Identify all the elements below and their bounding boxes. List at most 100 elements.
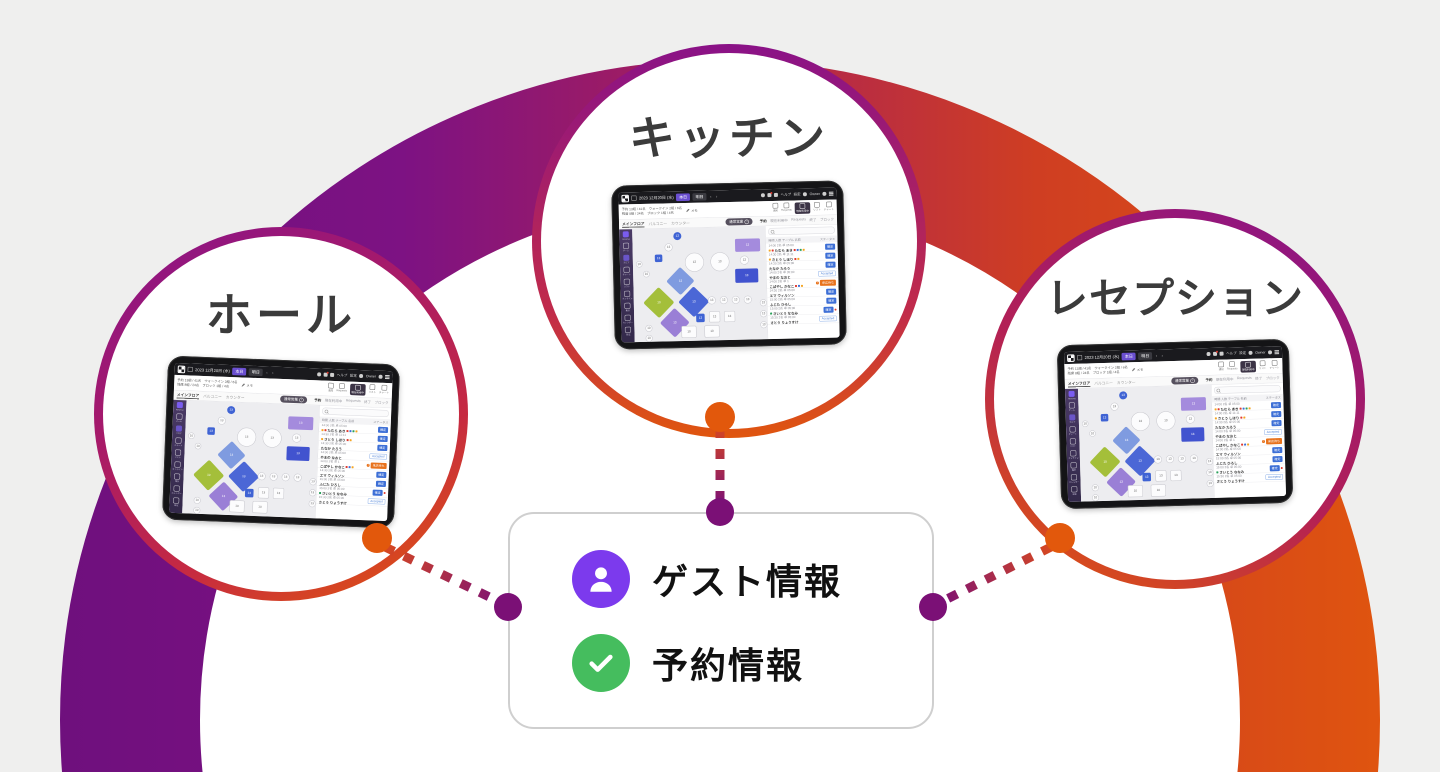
user-name[interactable]: Owner — [365, 374, 377, 379]
panel-tab-requests[interactable]: Requests — [345, 398, 361, 404]
floor-table[interactable]: 13 — [281, 473, 290, 482]
today-button[interactable]: 本日 — [676, 193, 691, 201]
floor-table[interactable]: 13 — [760, 321, 768, 329]
tab-main-floor[interactable]: メインフロア — [176, 392, 200, 398]
floor-table[interactable]: 13 — [1153, 455, 1163, 464]
panel-tab-reservations[interactable]: 予約 — [759, 219, 767, 224]
view-button-4[interactable]: チャート — [379, 384, 389, 396]
view-button-1[interactable]: Requests — [781, 202, 792, 214]
floor-table[interactable]: 13 — [710, 251, 730, 272]
panel-tab-seated[interactable]: 現在利用中 — [1215, 377, 1234, 382]
floor-table[interactable]: 10 — [645, 334, 653, 342]
today-button[interactable]: 本日 — [1121, 352, 1136, 361]
view-button-4[interactable]: チャート — [1269, 359, 1280, 372]
floor-table[interactable]: 13 — [707, 296, 716, 305]
floor-table[interactable]: 10 — [681, 325, 697, 339]
prev-day-button[interactable]: ‹ — [266, 370, 268, 375]
memo-button[interactable]: メモ — [1132, 367, 1143, 372]
sidebar-item-6[interactable]: 集計 — [1068, 461, 1080, 473]
floor-table[interactable]: 13 — [1177, 454, 1187, 463]
prev-day-button[interactable]: ‹ — [710, 194, 712, 199]
floor-table[interactable]: 13 — [1205, 457, 1214, 466]
panel-tab-blocked[interactable]: ブロック — [374, 401, 389, 406]
panel-tab-finished[interactable]: 終了 — [809, 218, 817, 223]
floor-table[interactable]: 10 — [1091, 494, 1100, 502]
panel-tab-finished[interactable]: 終了 — [364, 400, 372, 405]
floor-table[interactable]: 13 — [244, 488, 254, 498]
tab-counter[interactable]: カウンター — [671, 220, 690, 226]
floor-table[interactable]: 13 — [1119, 391, 1128, 400]
panel-tab-requests[interactable]: Requests — [1236, 376, 1252, 381]
floor-table[interactable]: 13 — [719, 296, 728, 305]
sidebar-item-7[interactable]: カレンダー — [170, 484, 182, 496]
floor-table[interactable]: 10 — [194, 442, 202, 450]
view-button-0[interactable]: 通知 — [1218, 361, 1224, 373]
floor-table[interactable]: 13 — [293, 473, 302, 482]
floor-table[interactable]: 13 — [207, 427, 216, 435]
floor-table[interactable]: 13 — [309, 478, 317, 486]
hamburger-menu-icon[interactable] — [385, 375, 390, 379]
floor-table[interactable]: 13 — [286, 446, 310, 462]
tab-balcony[interactable]: バルコニー — [203, 393, 222, 399]
sidebar-item-1[interactable]: チーム — [173, 412, 185, 424]
floor-table[interactable]: 13 — [654, 254, 663, 263]
floor-table[interactable]: 13 — [1189, 454, 1199, 463]
floor-table[interactable]: 13 — [1142, 472, 1152, 482]
search-input[interactable] — [1213, 385, 1281, 394]
floor-table[interactable]: 13 — [731, 295, 740, 304]
tab-main-floor[interactable]: メインフロア — [1067, 380, 1091, 386]
floor-table[interactable]: 13 — [1156, 410, 1176, 431]
user-name[interactable]: Owner — [1255, 350, 1266, 355]
floor-table[interactable]: 13 — [1185, 414, 1195, 424]
sidebar-item-8[interactable]: 設定 — [170, 496, 182, 508]
tab-counter[interactable]: カウンター — [225, 394, 245, 400]
memo-button[interactable]: メモ — [241, 382, 253, 388]
floor-table[interactable]: 10 — [704, 325, 720, 338]
floor-table[interactable]: 13 — [1206, 468, 1214, 477]
help-link[interactable]: ヘルプ — [336, 373, 348, 378]
floor-table[interactable]: 10 — [643, 270, 650, 278]
mail-icon[interactable] — [767, 191, 773, 198]
mail-icon[interactable] — [1213, 350, 1219, 356]
floor-table[interactable]: 13 — [1180, 397, 1207, 411]
floor-table[interactable]: 13 — [664, 243, 673, 252]
tomorrow-button[interactable]: 明日 — [692, 192, 707, 201]
sidebar-item-2[interactable]: フロア — [1066, 413, 1078, 425]
view-button-1[interactable]: Requests — [336, 382, 347, 395]
sidebar-item-0[interactable]: Reserve — [1066, 390, 1078, 401]
floor-table[interactable]: 10 — [188, 432, 195, 440]
bell-icon[interactable] — [761, 193, 766, 198]
floor-table[interactable]: 13 — [1130, 411, 1151, 432]
floor-table[interactable]: 13 — [1206, 479, 1214, 488]
view-button-4[interactable]: チャート — [824, 201, 834, 213]
panel-tab-reservations[interactable]: 予約 — [1205, 378, 1213, 383]
sidebar-item-4[interactable]: リスト — [1067, 437, 1079, 449]
settings-link[interactable]: 設定 — [1239, 351, 1247, 356]
current-date[interactable]: 2023 12月20日 (水) — [1084, 354, 1120, 360]
floor-table[interactable]: 13 — [257, 472, 266, 481]
sidebar-item-6[interactable]: 集計 — [621, 302, 633, 314]
floor-table[interactable]: 13 — [734, 238, 761, 252]
user-avatar-icon[interactable] — [359, 373, 364, 379]
floor-table[interactable]: 13 — [684, 252, 705, 272]
floor-table[interactable]: 13 — [308, 500, 316, 508]
hamburger-menu-icon[interactable] — [828, 191, 834, 196]
user-name[interactable]: Owner — [809, 192, 820, 196]
floor-table[interactable]: 13 — [227, 405, 236, 415]
bell-icon[interactable] — [1206, 351, 1211, 357]
tomorrow-button[interactable]: 明日 — [248, 367, 263, 376]
sidebar-item-1[interactable]: チーム — [1066, 401, 1078, 413]
panel-tab-finished[interactable]: 終了 — [1255, 377, 1263, 381]
current-date[interactable]: 2023 12月20日 (水) — [195, 367, 230, 374]
tab-counter[interactable]: カウンター — [1116, 379, 1136, 385]
tomorrow-button[interactable]: 明日 — [1138, 351, 1153, 360]
floor-table[interactable]: 13 — [287, 416, 314, 431]
view-button-1[interactable]: Requests — [1227, 361, 1238, 373]
sidebar-item-5[interactable]: オンライン — [171, 460, 183, 472]
floor-table[interactable]: 13 — [739, 255, 749, 265]
globe-icon[interactable] — [378, 374, 383, 379]
printer-icon[interactable] — [330, 372, 335, 377]
sidebar-item-3[interactable]: チャート — [1067, 425, 1079, 437]
sidebar-item-0[interactable]: Reserve — [174, 401, 186, 412]
